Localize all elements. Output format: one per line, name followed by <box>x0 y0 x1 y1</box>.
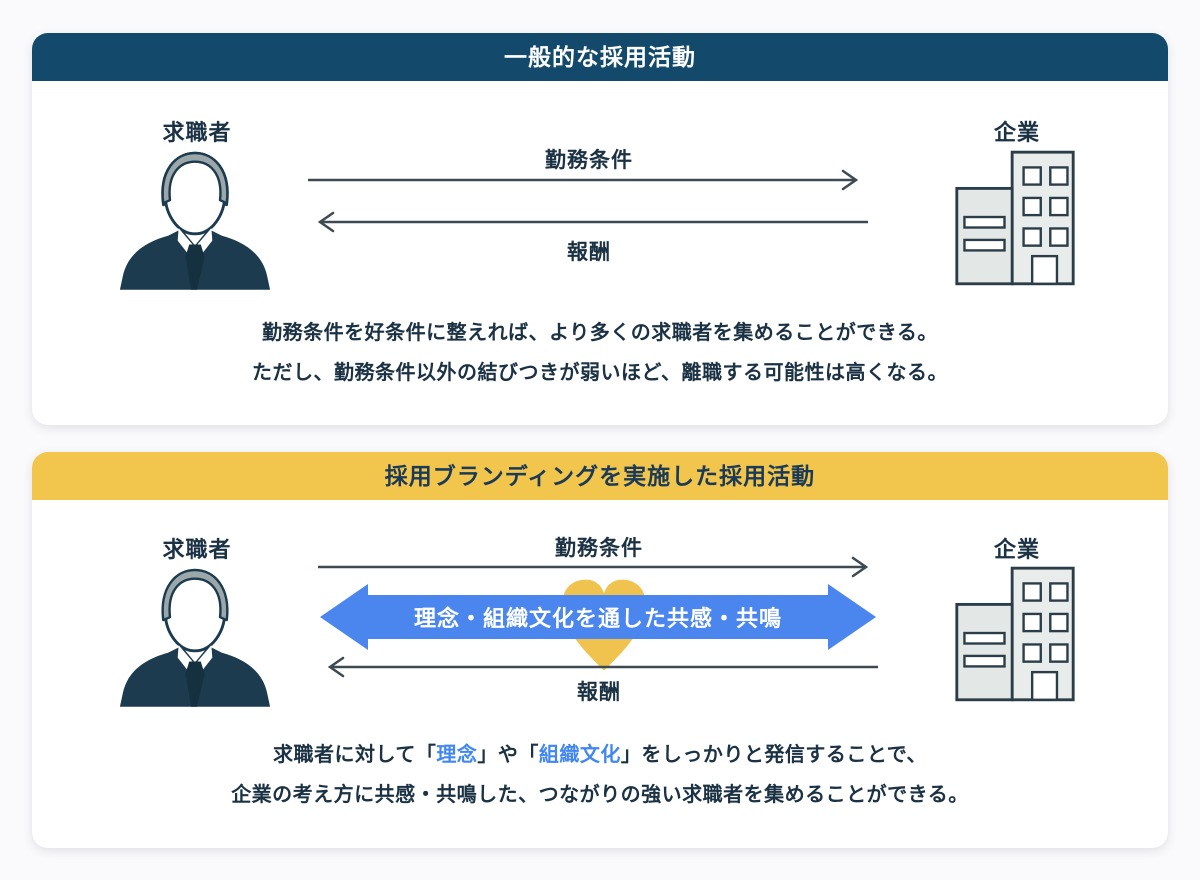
description-text: 求職者に対して「 <box>272 744 437 766</box>
person-icon <box>119 568 271 707</box>
description-line-1: 求職者に対して「理念」や「組織文化」をしっかりと発信することで、 <box>32 735 1168 775</box>
company-label: 企業 <box>993 537 1041 562</box>
reward-label: 報酬 <box>567 241 611 264</box>
jobseeker-label: 求職者 <box>162 120 232 145</box>
panel-general-header: 一般的な採用活動 <box>32 33 1168 81</box>
panel-general-description: 勤務条件を好条件に整えれば、より多くの求職者を集めることができる。 ただし、勤務… <box>32 313 1168 393</box>
building-icon <box>955 150 1075 286</box>
description-line-1: 勤務条件を好条件に整えれば、より多くの求職者を集めることができる。 <box>262 322 938 344</box>
description-line-2: 企業の考え方に共感・共鳴した、つながりの強い求職者を集めることができる。 <box>231 784 969 806</box>
description-text: 」をしっかりと発信することで、 <box>620 744 927 766</box>
arrow-left-icon <box>317 211 868 233</box>
description-text: 」や「 <box>477 744 539 766</box>
offer-label: 勤務条件 <box>555 537 643 560</box>
person-icon <box>119 151 271 290</box>
jobseeker-label: 求職者 <box>162 537 232 562</box>
offer-label: 勤務条件 <box>545 149 633 172</box>
reward-label: 報酬 <box>577 681 621 704</box>
panel-general: 一般的な採用活動 求職者 企業 勤務条件 報酬 勤務条件を好条件に整えれば、 <box>32 33 1168 425</box>
panel-branding-header: 採用ブランディングを実施した採用活動 <box>32 452 1168 500</box>
arrow-left-icon <box>327 656 878 678</box>
company-label: 企業 <box>993 120 1041 145</box>
description-line-2: ただし、勤務条件以外の結びつきが弱いほど、離職する可能性は高くなる。 <box>252 362 948 384</box>
building-icon <box>955 566 1075 702</box>
panel-branding-description: 求職者に対して「理念」や「組織文化」をしっかりと発信することで、 企業の考え方に… <box>32 735 1168 815</box>
keyword-soshiki-bunka: 組織文化 <box>538 744 621 766</box>
double-arrow-icon <box>320 584 876 650</box>
panel-general-title: 一般的な採用活動 <box>504 44 696 70</box>
arrow-right-icon <box>318 556 869 578</box>
keyword-rinen: 理念 <box>436 744 478 766</box>
panel-branding: 採用ブランディングを実施した採用活動 求職者 企業 勤務条件 理念・組織文化を <box>32 452 1168 848</box>
panel-branding-title: 採用ブランディングを実施した採用活動 <box>384 463 816 489</box>
arrow-right-icon <box>308 169 859 191</box>
mutual-arrow-label: 理念・組織文化を通した共感・共鳴 <box>413 606 782 631</box>
